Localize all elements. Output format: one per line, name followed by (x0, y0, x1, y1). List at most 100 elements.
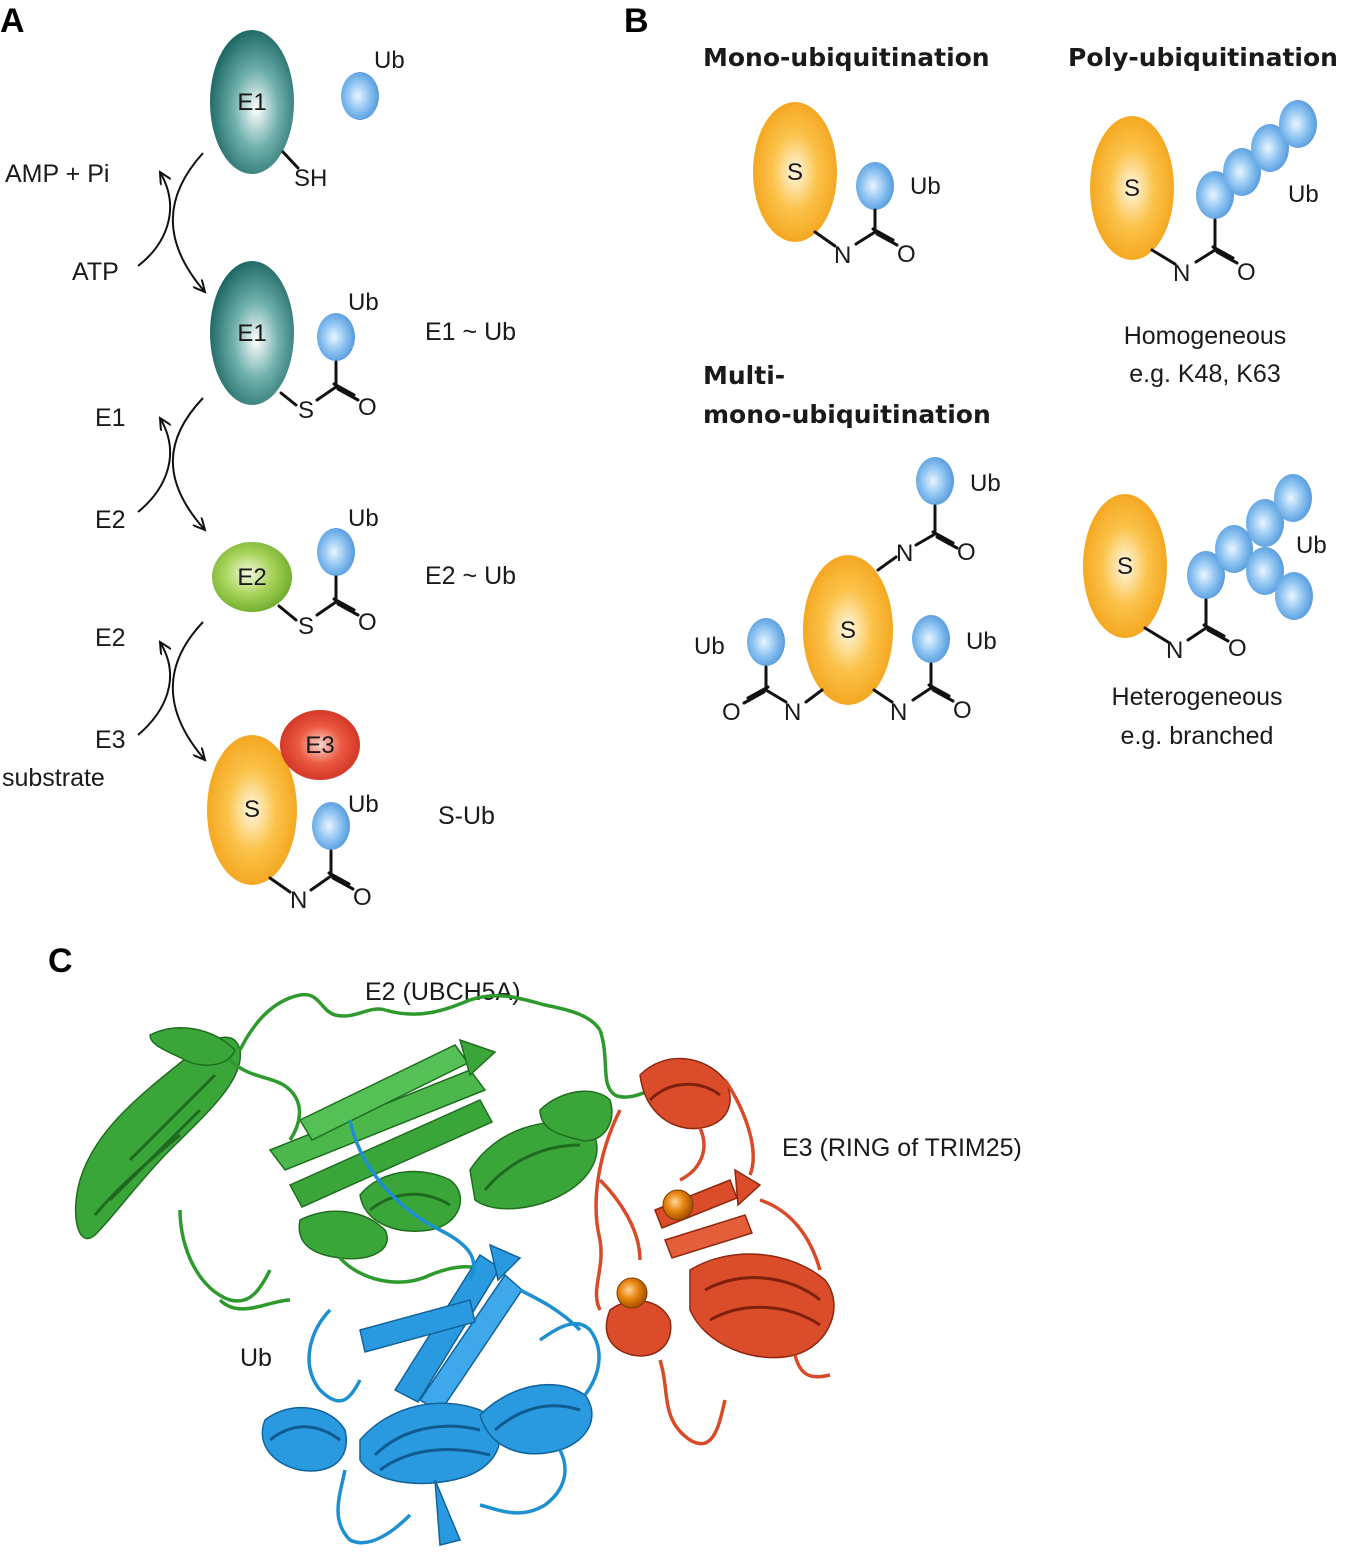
poly-ub-4 (1279, 100, 1317, 148)
multi-ub-left (747, 618, 785, 666)
branched-ub-label: Ub (1296, 532, 1327, 559)
multi-mono-title-line1: Multi- (703, 361, 785, 390)
e3-ligase-shape (280, 710, 360, 780)
e2-input-label: E2 (95, 506, 126, 534)
substrate-ub-shape (312, 802, 350, 850)
poly-ub-label: Ub (1288, 181, 1319, 208)
transfer-e2-arrow (171, 397, 205, 530)
e1-enzyme-shape (210, 30, 294, 174)
multi-bond-left (742, 665, 824, 705)
e1-ub-enzyme-shape (210, 261, 294, 405)
heterogeneous-label: Heterogeneous (1112, 683, 1283, 711)
e2-enzyme-shape (212, 542, 292, 612)
isopeptide-bond-a (268, 849, 355, 894)
poly-ub-3 (1251, 124, 1289, 172)
sh-label: SH (294, 165, 327, 192)
poly-substrate-shape (1090, 116, 1174, 260)
ub-ribbon (261, 1243, 593, 1546)
multi-right-n: N (890, 699, 907, 726)
branched-ub-5 (1246, 547, 1284, 595)
isopeptide-n: N (290, 887, 307, 914)
e3-ribbon (605, 1057, 835, 1359)
e1-bound-ub-shape (317, 313, 355, 361)
panel-c-structure: E2 (UBCH5A) E3 (RING of TRIM25) Ub (74, 978, 1022, 1546)
mono-isopeptide-bond (813, 208, 899, 248)
mono-ub-label: Ub (910, 173, 941, 200)
ub-loops (307, 1119, 601, 1545)
multi-substrate-shape (803, 555, 893, 705)
e2-bound-ub-shape (317, 528, 355, 576)
e1-release-label: E1 (95, 404, 126, 432)
panel-label-a: A (0, 2, 25, 40)
panel-label-b: B (624, 2, 649, 40)
branched-substrate-shape (1083, 494, 1167, 638)
branched-ub-3 (1246, 499, 1284, 547)
branched-substrate-label: S (1117, 553, 1133, 580)
multi-left-o: O (722, 699, 741, 726)
e2-ub-intermediate-label: E2 ~ Ub (425, 562, 516, 590)
branched-ub-6 (1275, 572, 1313, 620)
atp-label: ATP (72, 258, 119, 286)
e2-ubch5a-label: E2 (UBCH5A) (365, 978, 521, 1006)
branched-ub-4 (1274, 474, 1312, 522)
poly-ub-1 (1196, 171, 1234, 219)
branched-ub-1 (1187, 551, 1225, 599)
e1-thioester-s: S (298, 397, 314, 424)
poly-o: O (1237, 259, 1256, 286)
e2-thioester-s: S (298, 613, 314, 640)
multi-mono-title-line2: mono-ubiquitination (703, 400, 991, 429)
substrate-input-label: substrate (2, 764, 105, 792)
e3-loops (594, 1079, 831, 1446)
multi-right-o: O (953, 697, 972, 724)
multi-ub-left-label: Ub (694, 633, 725, 660)
poly-ub-2 (1223, 148, 1261, 196)
e2-bound-ub-label: Ub (348, 505, 379, 532)
substrate-label: S (244, 796, 260, 823)
thioester-bond-e2 (277, 575, 360, 622)
e2-release-label: E2 (95, 624, 126, 652)
e1-label: E1 (237, 89, 266, 116)
zinc-ion-2 (616, 1277, 648, 1309)
panel-label-c: C (48, 942, 73, 980)
e1-bound-ub-label: Ub (348, 289, 379, 316)
e2-thioester-o: O (358, 609, 377, 636)
mono-substrate-shape (753, 102, 837, 242)
free-ub-label: Ub (374, 47, 405, 74)
e1-ub-label-inner: E1 (237, 320, 266, 347)
thioester-bond-e1 (279, 360, 360, 407)
substrate-shape (207, 735, 297, 885)
mono-n: N (834, 242, 851, 269)
e2-ribbon (74, 1027, 613, 1260)
mono-ub-shape (856, 162, 894, 210)
poly-substrate-label: S (1124, 175, 1140, 202)
e2-label: E2 (237, 564, 266, 591)
e1-thioester-o: O (358, 394, 377, 421)
e3-input-label: E3 (95, 726, 126, 754)
multi-ub-right-label: Ub (966, 628, 997, 655)
branched-n: N (1166, 637, 1183, 664)
branched-isopeptide-bond (1143, 598, 1230, 644)
atp-consumed-arrow (137, 172, 170, 267)
ligation-arrow (171, 621, 205, 760)
multi-ub-right (912, 615, 950, 663)
panel-a-cascade: E1 SH Ub AMP + Pi ATP E1 Ub S O E1 ~ Ub … (2, 30, 516, 914)
branched-o: O (1228, 635, 1247, 662)
multi-top-o: O (957, 539, 976, 566)
multi-bond-right (872, 662, 955, 704)
e1-ub-intermediate-label: E1 ~ Ub (425, 318, 516, 346)
e1-release-arrow (137, 418, 170, 513)
multi-substrate-label: S (840, 617, 856, 644)
zinc-ion-1 (662, 1189, 694, 1221)
multi-bond-top (876, 504, 959, 572)
poly-ubiquitination-title: Poly-ubiquitination (1068, 43, 1338, 72)
panel-b-ubiquitination-types: Mono-ubiquitination Poly-ubiquitination … (694, 43, 1338, 750)
e3-trim25-label: E3 (RING of TRIM25) (782, 1134, 1022, 1162)
e3-label: E3 (305, 732, 334, 759)
multi-top-n: N (896, 540, 913, 567)
homogeneous-label: Homogeneous (1124, 322, 1287, 350)
multi-ub-top-label: Ub (970, 470, 1001, 497)
mono-substrate-label: S (787, 159, 803, 186)
multi-ub-top (916, 457, 954, 505)
mono-o: O (897, 241, 916, 268)
